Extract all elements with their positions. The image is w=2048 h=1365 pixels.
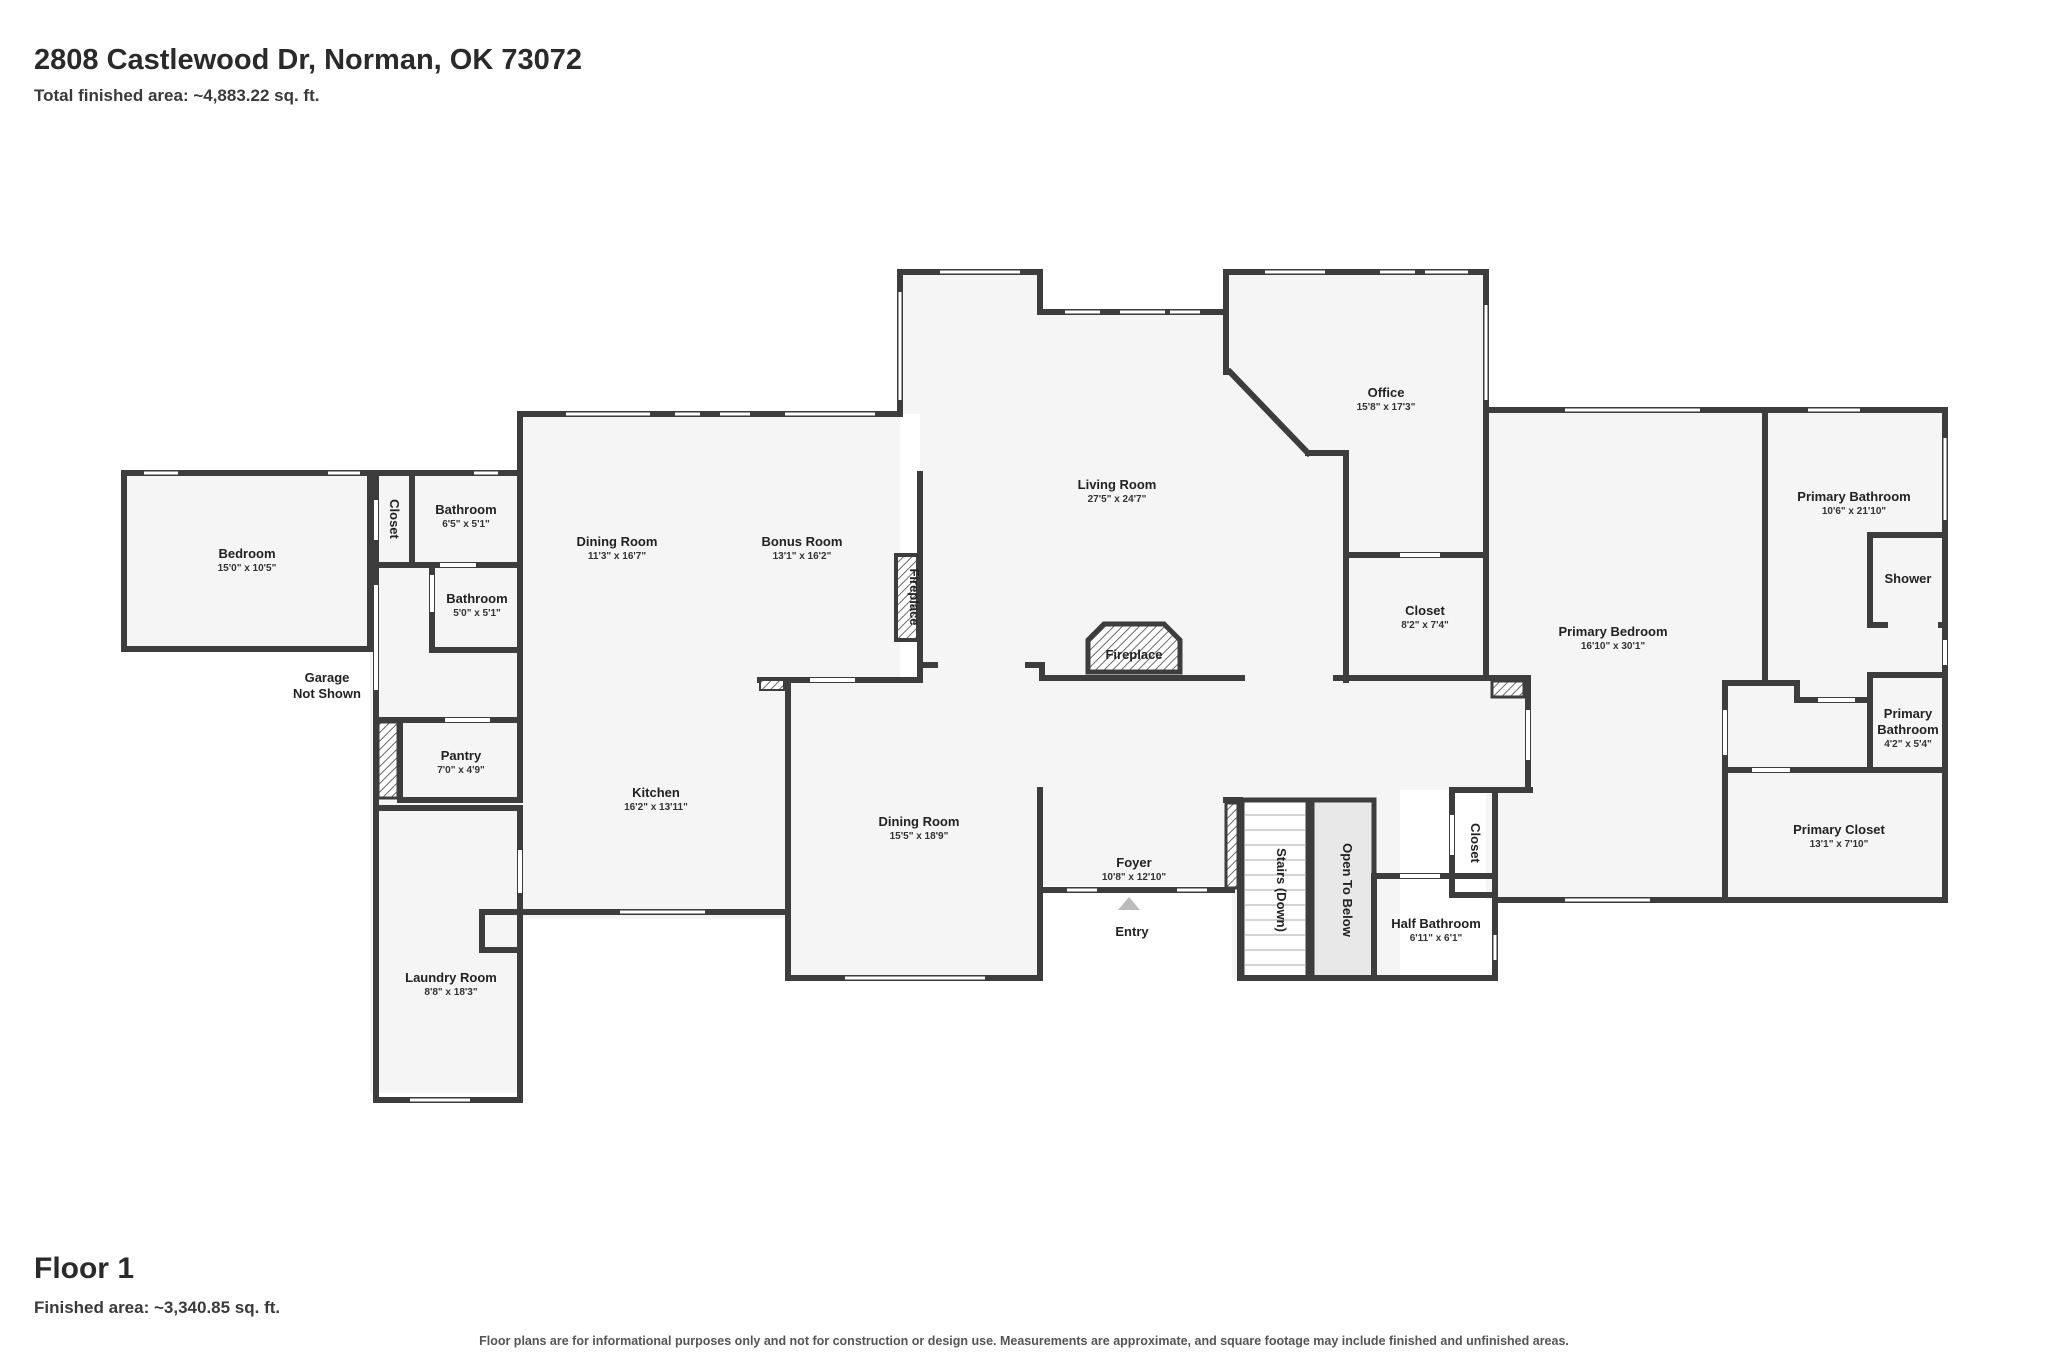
address-title: 2808 Castlewood Dr, Norman, OK 73072	[34, 44, 582, 76]
primary-bathroom-small-dim: 4'2" x 5'4"	[1884, 739, 1932, 750]
living-name: Living Room	[1078, 477, 1157, 492]
bathroom-top-dim: 6'5" x 5'1"	[442, 519, 490, 530]
entry-label: Entry	[1115, 924, 1149, 939]
floor-area: Finished area: ~3,340.85 sq. ft.	[34, 1298, 281, 1317]
floor-fill	[124, 272, 1945, 1093]
fireplace-side-name: Fireplace	[907, 568, 922, 625]
stairs-label: Stairs (Down)	[1274, 848, 1289, 932]
shower-name: Shower	[1885, 571, 1932, 586]
office-name: Office	[1368, 385, 1405, 400]
dining2-name: Dining Room	[879, 814, 960, 829]
dining1-dim: 11'3" x 16'7"	[588, 551, 646, 562]
garage-line2: Not Shown	[293, 686, 361, 701]
closet-mid-name: Closet	[1405, 603, 1445, 618]
entry-arrow-icon	[1118, 897, 1140, 910]
half-bath-dim: 6'11" x 6'1"	[1410, 933, 1463, 944]
bedroom-name: Bedroom	[218, 546, 275, 561]
floor-title: Floor 1	[34, 1252, 135, 1285]
kitchen-name: Kitchen	[632, 785, 680, 800]
fireplace-center-name: Fireplace	[1105, 647, 1162, 662]
bonus-name: Bonus Room	[762, 534, 843, 549]
pantry-name: Pantry	[441, 748, 482, 763]
dining2-dim: 15'5" x 18'9"	[890, 831, 949, 842]
pantry-dim: 7'0" x 4'9"	[437, 765, 485, 776]
closet-vert-name: Closet	[1468, 823, 1483, 863]
kitchen-dim: 16'2" x 13'11"	[624, 802, 688, 813]
door-openings	[374, 500, 1947, 893]
laundry-name: Laundry Room	[405, 970, 497, 985]
primary-bedroom-dim: 16'10" x 30'1"	[1581, 641, 1646, 652]
foyer-name: Foyer	[1116, 855, 1151, 870]
bedroom-dim: 15'0" x 10'5"	[218, 563, 277, 574]
disclaimer: Floor plans are for informational purpos…	[479, 1334, 1569, 1348]
room-labels: Bedroom 15'0" x 10'5" Closet Bathroom 6'…	[218, 385, 1939, 998]
laundry-dim: 8'8" x 18'3"	[424, 987, 477, 998]
total-area: Total finished area: ~4,883.22 sq. ft.	[34, 86, 320, 105]
dining1-name: Dining Room	[577, 534, 658, 549]
bonus-dim: 13'1" x 16'2"	[773, 551, 832, 562]
primary-bedroom-name: Primary Bedroom	[1558, 624, 1667, 639]
primary-bathroom-dim: 10'6" x 21'10"	[1822, 506, 1887, 517]
primary-closet-dim: 13'1" x 7'10"	[1810, 839, 1869, 850]
open-below-label: Open To Below	[1340, 843, 1355, 938]
closet-left-name: Closet	[387, 499, 402, 539]
bathroom-top-name: Bathroom	[435, 502, 496, 517]
half-bath-name: Half Bathroom	[1391, 916, 1481, 931]
primary-bathroom-small-line2: Bathroom	[1877, 722, 1938, 737]
closet-mid-dim: 8'2" x 7'4"	[1401, 620, 1449, 631]
living-dim: 27'5" x 24'7"	[1088, 494, 1147, 505]
windows	[144, 270, 1947, 1102]
primary-bathroom-small-line1: Primary	[1884, 706, 1933, 721]
bathroom-small-dim: 5'0" x 5'1"	[453, 608, 501, 619]
primary-closet-name: Primary Closet	[1793, 822, 1885, 837]
bathroom-small-name: Bathroom	[446, 591, 507, 606]
foyer-dim: 10'8" x 12'10"	[1102, 872, 1167, 883]
garage-line1: Garage	[305, 670, 350, 685]
stair-treads	[1245, 814, 1305, 966]
primary-bathroom-name: Primary Bathroom	[1797, 489, 1910, 504]
office-dim: 15'8" x 17'3"	[1357, 402, 1416, 413]
